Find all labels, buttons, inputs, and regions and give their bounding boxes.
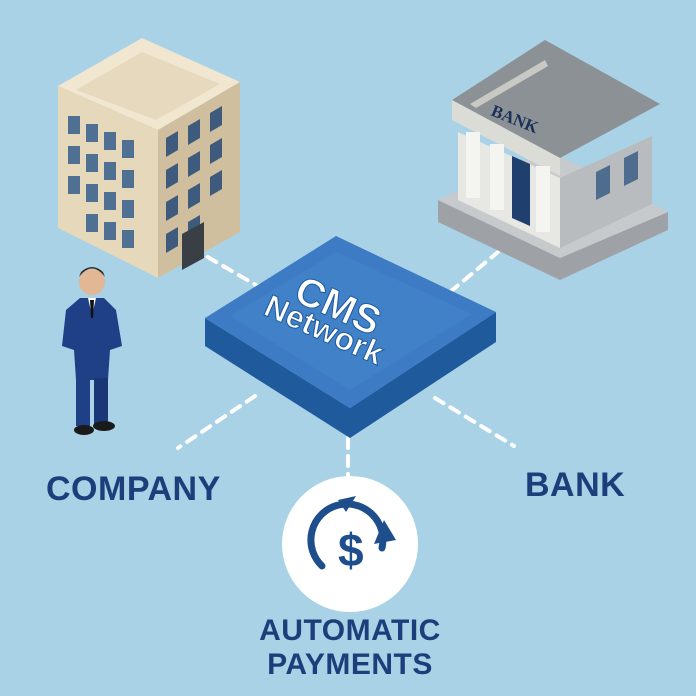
cms-network-hub: CMS Network (205, 236, 496, 438)
connector-right (433, 396, 516, 448)
svg-text:$: $ (338, 524, 364, 576)
businessman-icon (62, 267, 122, 435)
bank-building-icon: BANK (438, 40, 668, 280)
connector-bank (448, 250, 500, 294)
connector-company (190, 246, 270, 294)
dollar-cycle-icon: $ (282, 476, 418, 612)
company-label: COMPANY (46, 470, 221, 508)
payments-label-line1: AUTOMATIC (259, 614, 441, 647)
office-building-icon (58, 38, 240, 278)
connector-left (176, 394, 257, 450)
payments-label-line2: PAYMENTS (267, 648, 433, 681)
payments-label: AUTOMATIC PAYMENTS (250, 614, 450, 682)
bank-label: BANK (525, 466, 626, 504)
connectors (176, 246, 516, 480)
